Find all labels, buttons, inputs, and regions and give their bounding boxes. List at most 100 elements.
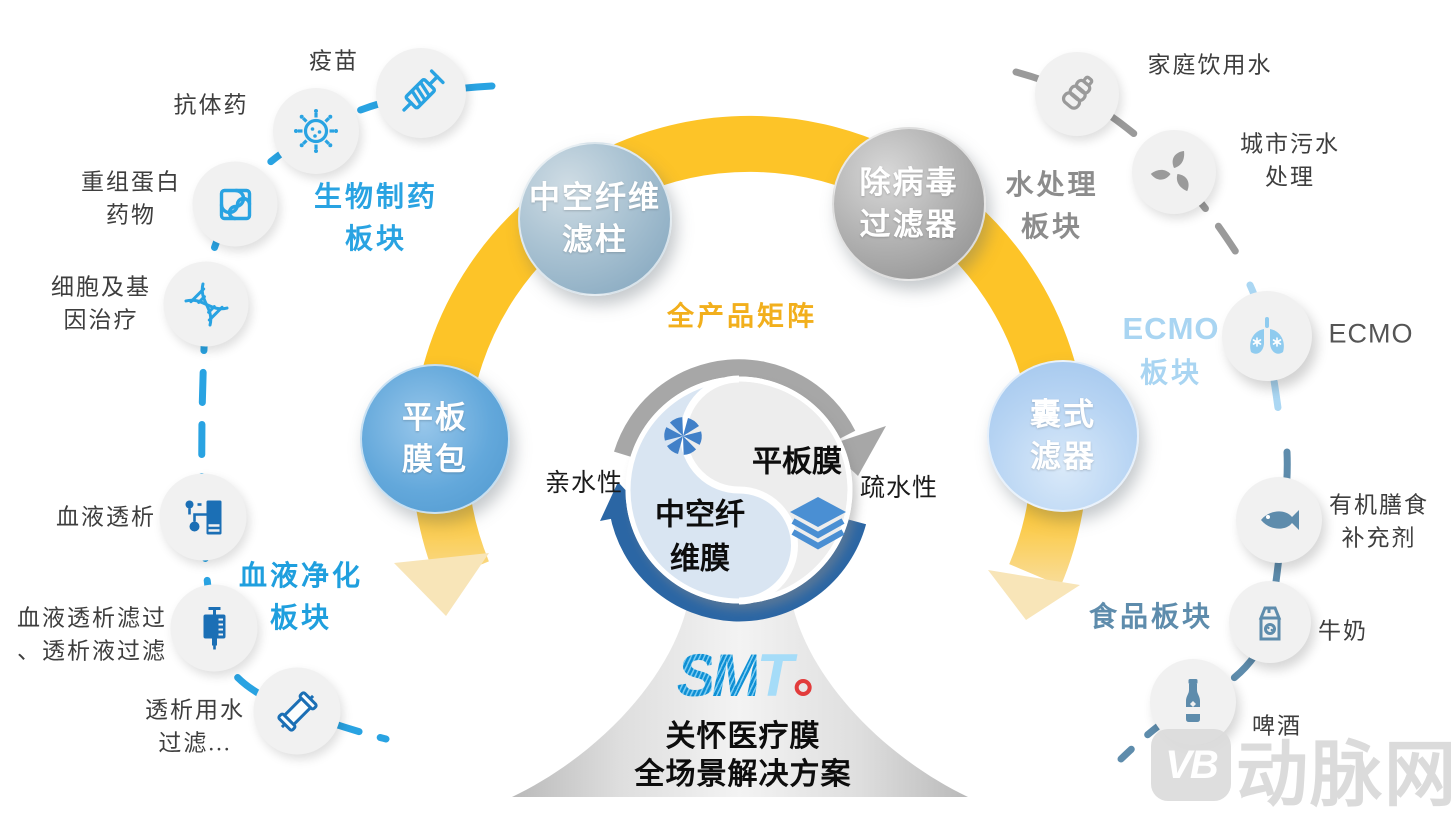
puzzle-icon bbox=[219, 188, 251, 220]
hydrophobic-label: 疏水性 bbox=[859, 475, 939, 502]
sector-title-line: 板块 bbox=[269, 603, 333, 634]
product-node-capsule-filter: 囊式 滤器 bbox=[987, 360, 1139, 512]
iv-bag-icon bbox=[203, 606, 225, 649]
sector-title-ecmo: ECMO 板块 bbox=[1123, 306, 1220, 395]
node-milk bbox=[1229, 581, 1311, 663]
connector-water bbox=[1012, 68, 1247, 267]
smt-logo-red-dot bbox=[794, 679, 812, 696]
sector-title-line: 板块 bbox=[344, 224, 408, 255]
hydrophilic-label: 亲水性 bbox=[544, 470, 624, 497]
layers-icon bbox=[790, 497, 846, 550]
ring-arrow-right bbox=[988, 570, 1080, 620]
product-label-line: 滤器 bbox=[1030, 439, 1096, 474]
node-vaccine bbox=[376, 48, 466, 138]
node-ecmo bbox=[1222, 291, 1312, 381]
matrix-title: 全产品矩阵 bbox=[667, 301, 817, 332]
label-line: 细胞及基 bbox=[51, 274, 151, 300]
label-line: 过滤... bbox=[158, 730, 232, 755]
product-node-hollow-fiber-column: 中空纤维 滤柱 bbox=[518, 142, 672, 296]
sector-title-line: 板块 bbox=[1020, 212, 1084, 243]
label-hemodiafiltration: 血液透析滤过 、透析液过滤 bbox=[17, 602, 167, 667]
label-organic-supplement: 有机膳食 补充剂 bbox=[1329, 489, 1429, 554]
yinyang-divider bbox=[680, 375, 798, 605]
flat-membrane-label: 平板膜 bbox=[752, 445, 842, 479]
dialysis-machine-icon bbox=[185, 500, 221, 534]
label-dialysis-water: 透析用水 过滤... bbox=[145, 694, 245, 759]
node-recombinant-protein bbox=[192, 161, 278, 247]
product-label-line: 囊式 bbox=[1030, 397, 1096, 433]
label-vaccine: 疫苗 bbox=[309, 48, 359, 74]
sector-title-line: 生物制药 bbox=[313, 182, 439, 213]
tagline-line2: 全场景解决方案 bbox=[634, 758, 852, 791]
label-line: 有机膳食 bbox=[1329, 492, 1429, 518]
node-antibody bbox=[273, 88, 359, 174]
sector-title-water-treatment: 水处理 板块 bbox=[1005, 165, 1098, 249]
smt-logo: SMT bbox=[677, 646, 812, 706]
tagline-line1: 关怀医疗膜 bbox=[665, 720, 821, 753]
hollow-fiber-line: 中空纤 bbox=[655, 498, 745, 532]
node-dialysis-water bbox=[253, 667, 341, 755]
sector-title-biopharma: 生物制药 板块 bbox=[314, 177, 438, 261]
milk-carton-icon bbox=[1258, 606, 1282, 641]
node-hemodiafiltration bbox=[170, 584, 258, 672]
label-line: 重组蛋白 bbox=[81, 169, 181, 195]
node-dietary-supplement bbox=[1236, 477, 1322, 563]
label-beer: 啤酒 bbox=[1252, 713, 1302, 739]
node-cell-gene-therapy bbox=[163, 261, 249, 347]
smt-logo-letter-m: M bbox=[711, 642, 762, 709]
pedestal bbox=[512, 592, 968, 797]
node-urban-sewage bbox=[1132, 130, 1216, 214]
label-line: 城市污水 bbox=[1240, 131, 1340, 157]
smt-logo-letter-s: S bbox=[676, 642, 717, 709]
cycle-arrow-top-gray bbox=[614, 359, 856, 459]
label-hemodialysis: 血液透析 bbox=[56, 504, 156, 530]
node-hemodialysis bbox=[159, 473, 247, 561]
hollow-fiber-membrane-label: 中空纤 维膜 bbox=[655, 494, 745, 581]
label-urban-sewage-treatment: 城市污水 处理 bbox=[1240, 128, 1340, 193]
dialyzer-icon bbox=[276, 690, 318, 732]
sector-title-blood-purification: 血液净化 板块 bbox=[239, 556, 363, 640]
lungs-icon bbox=[1250, 317, 1284, 354]
cycle-arrow-top-head bbox=[826, 426, 886, 476]
product-node-flat-membrane-pack: 平板 膜包 bbox=[360, 364, 510, 514]
product-node-virus-filter: 除病毒 过滤器 bbox=[832, 127, 986, 281]
label-line: 药物 bbox=[106, 202, 156, 227]
beer-bottle-icon bbox=[1186, 679, 1200, 722]
label-line: 处理 bbox=[1265, 164, 1315, 189]
dna-icon bbox=[183, 281, 229, 327]
sector-title-line: 血液净化 bbox=[238, 561, 364, 592]
label-line: 、透析液过滤 bbox=[17, 638, 167, 663]
product-label-line: 中空纤维 bbox=[529, 180, 661, 216]
label-cell-gene-therapy: 细胞及基 因治疗 bbox=[51, 271, 151, 336]
ring-arrow-left bbox=[394, 553, 489, 616]
label-antibody-drug: 抗体药 bbox=[173, 92, 249, 118]
label-line: 透析用水 bbox=[145, 697, 245, 723]
label-household-drinking-water: 家庭饮用水 bbox=[1147, 52, 1273, 78]
yinyang-rim bbox=[625, 376, 853, 604]
label-line: 血液透析滤过 bbox=[17, 605, 167, 631]
label-ecmo: ECMO bbox=[1328, 318, 1414, 349]
label-line: 补充剂 bbox=[1341, 525, 1417, 550]
product-label-line: 滤柱 bbox=[562, 222, 628, 257]
watermark-vb-text: VB bbox=[1165, 742, 1219, 787]
sector-title-line: 板块 bbox=[1139, 357, 1202, 389]
leaves-icon bbox=[1150, 151, 1189, 192]
watermark-sitename: 动脉网 bbox=[1235, 735, 1451, 813]
product-label-line: 过滤器 bbox=[859, 207, 959, 242]
label-milk: 牛奶 bbox=[1318, 618, 1368, 644]
sector-title-line: ECMO bbox=[1122, 310, 1220, 346]
syringe-icon bbox=[402, 69, 445, 112]
water-bottle-icon bbox=[1061, 75, 1094, 110]
label-recombinant-protein: 重组蛋白 药物 bbox=[81, 166, 181, 231]
hollow-fiber-line: 维膜 bbox=[670, 542, 730, 575]
product-label-line: 膜包 bbox=[402, 442, 468, 477]
product-label-line: 平板 bbox=[402, 400, 468, 436]
product-label-line: 除病毒 bbox=[859, 165, 959, 201]
aperture-icon bbox=[664, 417, 702, 455]
smt-logo-letter-t: T bbox=[756, 642, 794, 709]
node-household-water bbox=[1035, 52, 1119, 136]
watermark-vb-logo: VB bbox=[1151, 729, 1231, 801]
sector-title-food: 食品板块 bbox=[1088, 602, 1214, 633]
label-line: 因治疗 bbox=[63, 307, 139, 332]
